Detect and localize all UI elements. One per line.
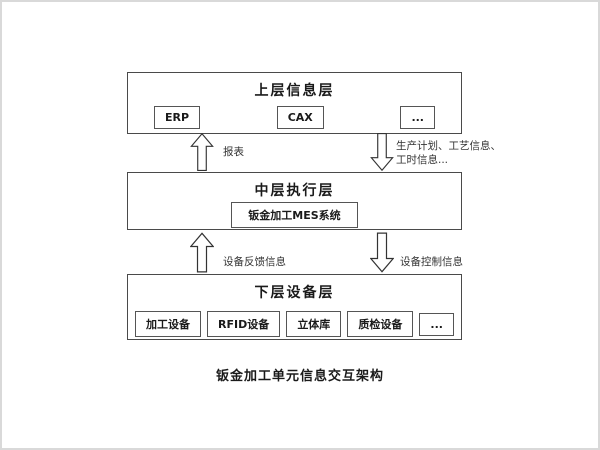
report-arrow-label: 报表: [223, 146, 244, 158]
up-arrow-feedback-icon: [190, 232, 214, 273]
bottom-layer-items: 加工设备 RFID设备 立体库 质检设备 ...: [128, 311, 461, 337]
device-feedback-arrow-label: 设备反馈信息: [223, 256, 286, 268]
stereo-warehouse-box: 立体库: [286, 311, 342, 337]
top-layer-items: ERP CAX ...: [128, 106, 461, 129]
rfid-device-box: RFID设备: [207, 311, 281, 337]
bottom-device-layer-box: 下层设备层 加工设备 RFID设备 立体库 质检设备 ...: [127, 274, 462, 340]
machining-device-box: 加工设备: [135, 311, 201, 337]
up-arrow-report-icon: [190, 133, 214, 171]
quality-inspection-device-box: 质检设备: [347, 311, 414, 337]
top-information-layer-box: 上层信息层 ERP CAX ...: [127, 72, 462, 134]
mes-system-box: 钣金加工MES系统: [231, 202, 358, 228]
bottom-ellipsis-box: ...: [419, 312, 454, 336]
diagram-caption: 钣金加工单元信息交互架构: [215, 369, 384, 384]
down-arrow-plan-icon: [370, 133, 394, 171]
top-layer-title: 上层信息层: [254, 83, 335, 99]
middle-layer-title: 中层执行层: [254, 183, 335, 199]
plan-info-arrow-label: 生产计划、工艺信息、工时信息...: [396, 140, 501, 167]
middle-layer-items: 钣金加工MES系统: [128, 202, 461, 228]
down-arrow-control-icon: [370, 232, 394, 273]
device-control-arrow-label: 设备控制信息: [400, 256, 463, 268]
middle-execution-layer-box: 中层执行层 钣金加工MES系统: [127, 172, 462, 230]
bottom-layer-title: 下层设备层: [254, 285, 335, 301]
erp-box: ERP: [154, 106, 201, 129]
cax-box: CAX: [276, 106, 324, 129]
top-ellipsis-box: ...: [400, 106, 435, 129]
